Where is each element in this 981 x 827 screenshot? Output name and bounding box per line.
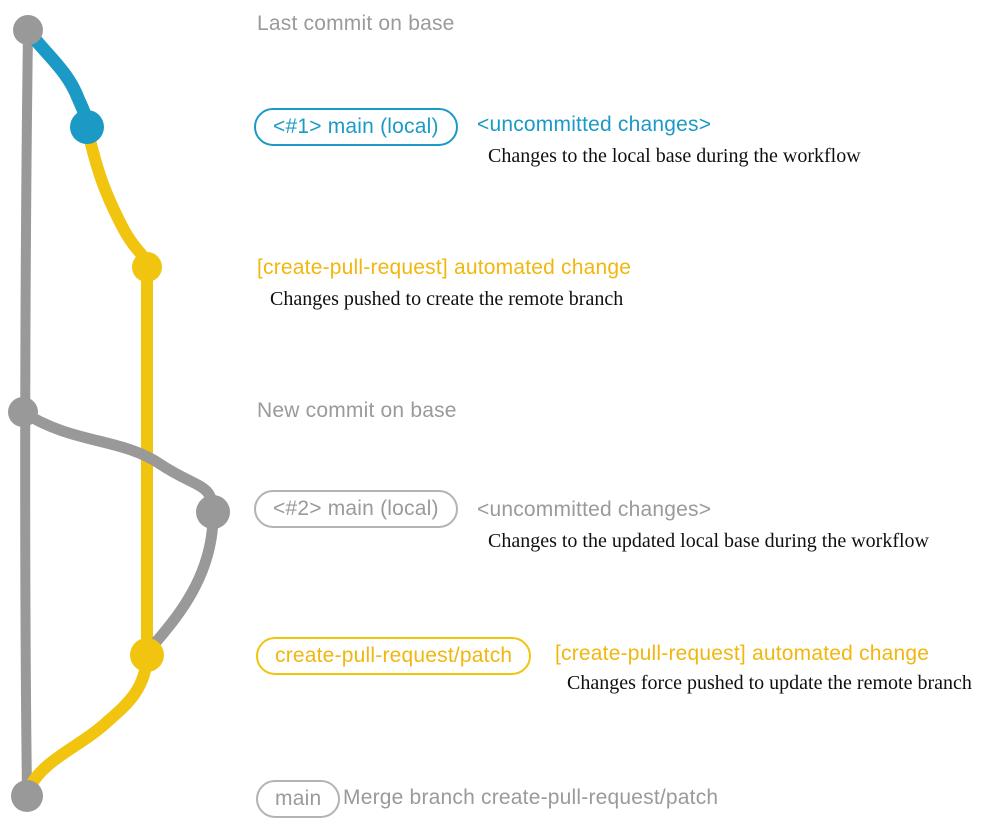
yellow-merge-curve: [23, 649, 153, 795]
commit-dot-automated-change-2: [130, 638, 164, 672]
commit-dot-last-base: [13, 15, 43, 45]
annotation-uncommitted-changes-2: <uncommitted changes>: [477, 498, 712, 521]
annotation-new-commit-on-base: New commit on base: [257, 399, 457, 422]
branch-badge-main-local-2: <#2> main (local): [254, 490, 458, 528]
commit-dot-merge: [11, 780, 43, 812]
annotation-last-commit-on-base: Last commit on base: [257, 12, 455, 35]
commit-dot-main-local-1: [70, 110, 104, 144]
gray-branch-in-curve: [141, 506, 219, 661]
branch-badge-main-local-1: <#1> main (local): [254, 108, 458, 146]
branch-badge-main: main: [256, 780, 341, 818]
gray-branch-out-curve: [17, 406, 219, 516]
description-push-create-remote-branch: Changes pushed to create the remote bran…: [270, 288, 624, 310]
yellow-branch-line: [81, 122, 153, 661]
blue-branch-curve: [21, 24, 94, 133]
annotation-automated-change-2: [create-pull-request] automated change: [555, 642, 930, 665]
branch-badge-create-pull-request-patch: create-pull-request/patch: [256, 637, 532, 675]
commit-dot-new-base: [8, 397, 38, 427]
annotation-automated-change-1: [create-pull-request] automated change: [257, 256, 632, 279]
description-updated-local-base-changes: Changes to the updated local base during…: [488, 530, 929, 552]
annotation-uncommitted-changes-1: <uncommitted changes>: [477, 113, 712, 136]
commit-dot-automated-change-1: [132, 252, 162, 282]
description-local-base-changes-1: Changes to the local base during the wor…: [488, 145, 861, 167]
annotation-merge-branch: Merge branch create-pull-request/patch: [343, 786, 719, 809]
commit-dot-main-local-2: [196, 495, 230, 529]
description-force-push-update-remote-branch: Changes force pushed to update the remot…: [567, 672, 972, 694]
